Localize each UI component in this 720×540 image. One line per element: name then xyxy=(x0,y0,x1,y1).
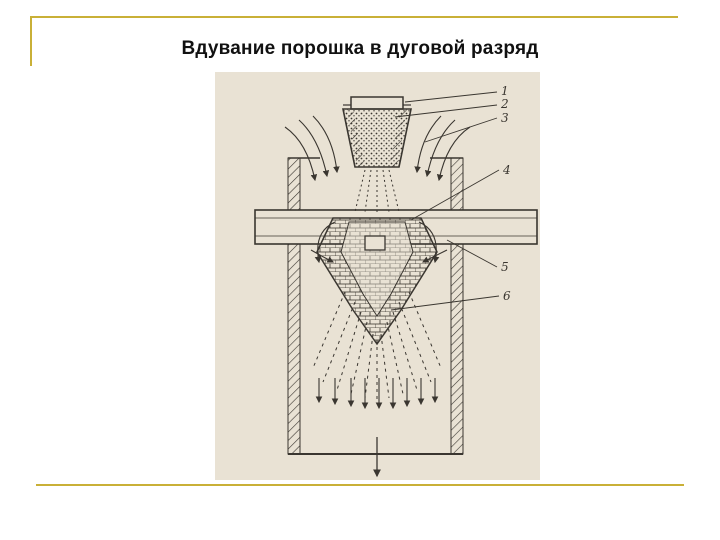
frame-top-line xyxy=(30,16,678,18)
slide-title: Вдувание порошка в дуговой разряд xyxy=(181,38,539,59)
label-1: 1 xyxy=(501,84,509,98)
lower-right-wall xyxy=(450,243,464,455)
label-4: 4 xyxy=(502,163,511,177)
frame-left-line xyxy=(30,16,32,66)
plasma-torch-diagram: 1 2 3 4 5 6 xyxy=(215,72,540,480)
lower-left-wall xyxy=(287,243,301,455)
deposition-arrows xyxy=(315,378,439,410)
label-3: 3 xyxy=(501,111,509,125)
gas-inflow-right xyxy=(414,115,471,182)
label-5: 5 xyxy=(501,260,509,274)
gas-inflow-left xyxy=(284,115,340,182)
particle-spray xyxy=(312,291,442,402)
powder-stream xyxy=(354,169,400,213)
label-6: 6 xyxy=(503,289,511,303)
electrode-tip xyxy=(364,235,386,251)
chamber-right-wall xyxy=(450,157,464,211)
swirl-arrows xyxy=(310,221,448,264)
chamber-left-wall xyxy=(287,157,301,211)
frame-bottom-line xyxy=(36,484,684,486)
leader-lines xyxy=(390,91,500,311)
label-2: 2 xyxy=(500,97,509,111)
